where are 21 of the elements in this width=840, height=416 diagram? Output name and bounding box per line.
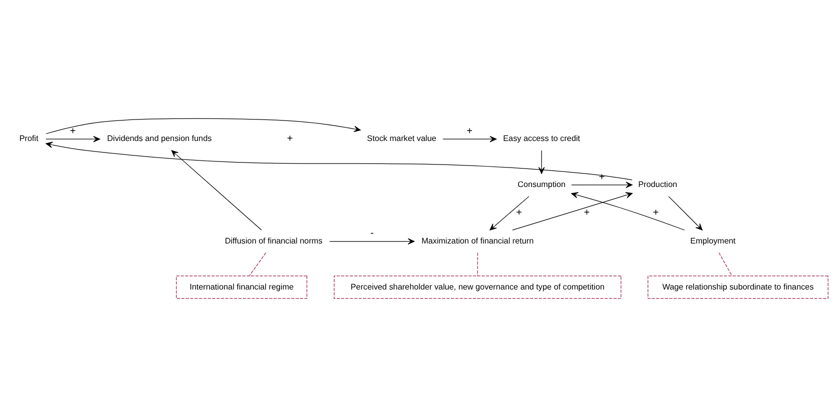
edge-label: + (70, 125, 76, 136)
arrow (46, 141, 632, 180)
connector (248, 252, 266, 276)
arrow (512, 192, 633, 230)
arrow (668, 196, 703, 230)
edge-label: + (516, 207, 522, 218)
edge-label: - (370, 228, 374, 239)
arrow (171, 150, 262, 230)
label: + (287, 132, 293, 144)
edge-label: + (584, 207, 590, 218)
connector (718, 252, 732, 276)
arrow (46, 118, 361, 134)
edge-label: + (652, 207, 659, 218)
arrow (571, 181, 633, 188)
arrow (329, 238, 415, 244)
edge-label: + (466, 125, 473, 136)
arrow (490, 196, 530, 230)
connector (477, 252, 478, 276)
arrow (46, 135, 100, 142)
arrow (442, 135, 497, 142)
arrow (571, 192, 685, 230)
